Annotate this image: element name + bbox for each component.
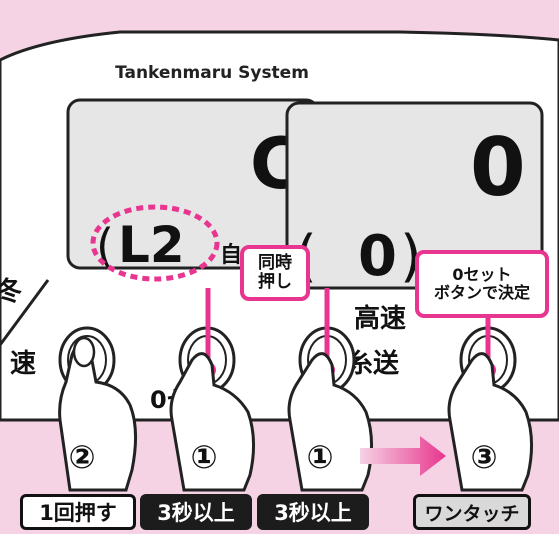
callout-confirm: 0セット ボタンで決定 bbox=[415, 250, 549, 318]
callout-line: ボタンで決定 bbox=[433, 283, 530, 302]
right-display-top-digit: 0 bbox=[470, 121, 526, 214]
step-number: ① bbox=[190, 438, 217, 476]
next-step-arrow-icon bbox=[360, 436, 446, 476]
step-tag-one-touch: ワンタッチ bbox=[413, 494, 531, 530]
step-number: ③ bbox=[470, 438, 497, 476]
hand-icon bbox=[169, 352, 256, 492]
right-display bbox=[285, 101, 544, 290]
brand-label: Tankenmaru System bbox=[115, 63, 309, 83]
divider-line bbox=[0, 279, 50, 346]
step-tag-hold-3s: 3秒以上 bbox=[257, 494, 369, 530]
step-tag-hold-3s: 3秒以上 bbox=[140, 494, 252, 530]
hand-icon bbox=[287, 352, 374, 492]
label-high-speed: 高速 bbox=[354, 303, 406, 334]
blink-highlight bbox=[90, 204, 220, 282]
label-line-feed: 糸送 bbox=[347, 349, 399, 379]
label-speed: 速 bbox=[10, 349, 36, 379]
left-display-unit: 自 bbox=[220, 242, 242, 268]
step-tag-press-once: 1回押す bbox=[20, 494, 136, 530]
callout-line: 同時 bbox=[258, 252, 292, 273]
right-display-value: 0 bbox=[358, 224, 397, 289]
callout-line: 押し bbox=[258, 272, 292, 292]
step-number: ① bbox=[306, 438, 333, 476]
left-display-value: L2 bbox=[118, 216, 185, 274]
hand-icon bbox=[447, 352, 534, 492]
callout-line: 0セット bbox=[452, 265, 512, 285]
hand-icon bbox=[58, 336, 138, 492]
label-left-edge: 冬 bbox=[0, 277, 22, 307]
step-number: ② bbox=[68, 438, 95, 476]
callout-simultaneous-press: 同時 押し bbox=[240, 245, 310, 301]
